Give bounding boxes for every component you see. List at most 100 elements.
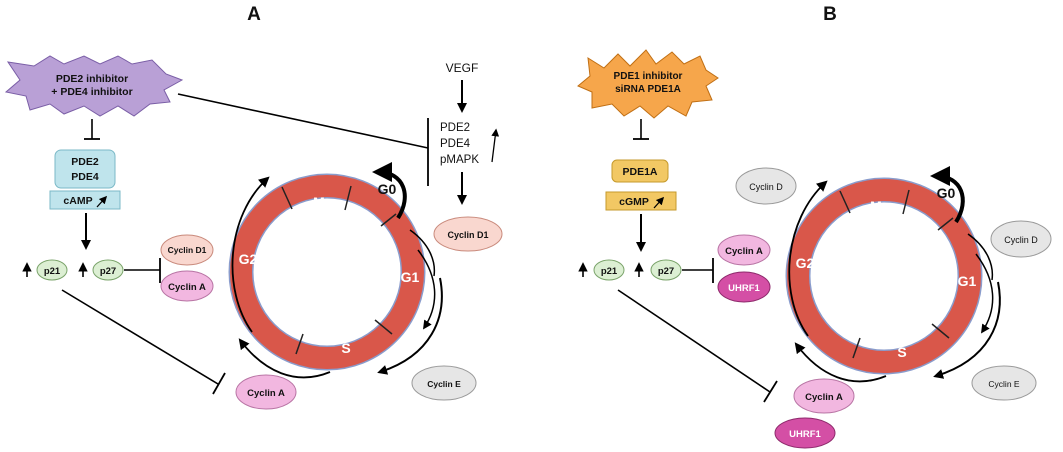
ring-b-divider-2	[902, 189, 910, 215]
flow-arrow-g2-m-b	[788, 180, 828, 337]
p21-node	[36, 259, 68, 281]
panel-b: B PDE1 inhibitor siRNA PDE1A PDE1A cGMP …	[577, 4, 1052, 449]
ring-a-divider-5	[295, 333, 304, 355]
flow-arrow-g1-s-a	[377, 277, 443, 375]
phase-m-a: M	[313, 194, 325, 210]
flow-arrow-g1-s-b	[933, 281, 1001, 379]
ring-b-divider-3	[937, 217, 954, 231]
p21-node-b	[593, 259, 625, 281]
cyclin-a-left-label-b: Cyclin A	[725, 246, 763, 257]
flow-arrow-s-g2-a	[238, 338, 331, 379]
burst-shape	[4, 55, 184, 117]
flow-arrow-m-g1-a	[409, 229, 436, 277]
uhrf1-left-label: UHRF1	[728, 283, 760, 294]
cyclin-a-left-node	[160, 270, 214, 302]
pde2-box-label: PDE2	[71, 156, 99, 168]
cyclin-a-bottom-label-b: Cyclin A	[805, 392, 843, 403]
burst-shape-b	[577, 49, 719, 119]
p21-label-b: p21	[601, 266, 618, 277]
ring-a-divider-2	[344, 185, 352, 211]
g0-loop-arrow-b	[930, 166, 965, 224]
cyclin-d-right-node	[990, 220, 1052, 258]
ring-b-divider-4	[931, 323, 950, 339]
panel-a: A PDE2 inhibitor + PDE4 inhibitor PDE2 P…	[4, 4, 503, 410]
pde1a-box	[611, 159, 669, 183]
pde1a-label: PDE1A	[622, 166, 657, 178]
p21-to-cyclin-a-inhibition-line	[61, 289, 219, 385]
targets-up-arrow-icon	[491, 128, 500, 163]
p21-label: p21	[44, 266, 61, 277]
p21-to-cyclin-a-inhibition-bar	[212, 372, 226, 395]
cyclin-d-top-label: Cyclin D	[749, 182, 783, 192]
phase-g2-b: G2	[796, 255, 815, 271]
cyclin-d-right-label: Cyclin D	[1004, 235, 1038, 245]
camp-up-arrow-icon	[96, 195, 108, 208]
ring-a-divider-4	[374, 319, 393, 335]
target-pde2: PDE2	[440, 122, 470, 134]
flow-arrow-m-g1-b	[967, 233, 994, 281]
cyclin-d1-right-label: Cyclin D1	[447, 230, 488, 240]
panel-b-inhibitor-burst: PDE1 inhibitor siRNA PDE1A	[577, 49, 719, 119]
cell-cycle-ring-a: M G1 S G2 G0	[228, 162, 443, 379]
ring-a-divider-3	[380, 213, 397, 227]
cyclin-a-left-node-b	[717, 234, 771, 266]
cgmp-box	[605, 191, 677, 211]
cyclin-a-left-label: Cyclin A	[168, 282, 206, 293]
flow-arrow-g1-inner-a	[417, 249, 436, 330]
cyclin-d1-left-label: Cyclin D1	[168, 245, 207, 255]
pde4-box-label: PDE4	[71, 171, 99, 183]
phase-g0-a: G0	[378, 181, 397, 197]
cyclin-e-label-a: Cyclin E	[427, 379, 461, 389]
uhrf1-left-node	[717, 271, 771, 303]
cyclin-a-bottom-node	[235, 374, 297, 410]
panel-b-inhibitor-line1: PDE1 inhibitor	[614, 71, 683, 82]
panel-a-letter: A	[247, 4, 261, 25]
cyclin-e-node-a	[411, 365, 477, 401]
g0-loop-arrow-a	[372, 162, 407, 220]
panel-b-letter: B	[823, 4, 837, 25]
ring-b-fill	[787, 179, 981, 373]
phase-m-b: M	[870, 198, 882, 214]
ring-b-divider-1	[839, 190, 851, 214]
phase-s-a: S	[341, 340, 350, 356]
target-pmapk: pMAPK	[440, 154, 479, 166]
cgmp-label: cGMP	[619, 196, 649, 208]
panel-b-inhibitor-line2: siRNA PDE1A	[615, 84, 681, 95]
flow-arrow-g2-m-a	[231, 176, 270, 333]
burst-to-pde-inhibition-line	[177, 93, 429, 149]
cyclin-d1-right-node	[433, 216, 503, 252]
panel-a-inhibitor-line1: PDE2 inhibitor	[56, 73, 128, 85]
p27-label: p27	[100, 266, 116, 277]
cyclin-a-bottom-label: Cyclin A	[247, 388, 285, 399]
cyclin-d1-left-node	[160, 234, 214, 266]
ring-a-divider-1	[281, 186, 293, 210]
cyclin-e-label-b: Cyclin E	[988, 379, 1020, 389]
cyclin-a-bottom-node-b	[793, 378, 855, 414]
phase-g1-a: G1	[401, 269, 420, 285]
cell-cycle-ring-b: M G1 S G2 G0	[785, 166, 1001, 383]
cyclin-d-top-node	[735, 167, 797, 205]
p27-node	[92, 259, 124, 281]
ring-a-fill	[230, 175, 424, 369]
panel-a-inhibitor-line2: + PDE4 inhibitor	[51, 86, 132, 98]
phase-g0-b: G0	[937, 185, 956, 201]
ring-b-divider-5	[852, 337, 861, 359]
p27-label-b: p27	[658, 266, 674, 277]
panel-a-inhibitor-burst: PDE2 inhibitor + PDE4 inhibitor	[4, 55, 184, 117]
target-pde4: PDE4	[440, 138, 471, 150]
uhrf1-bottom-node	[774, 417, 836, 449]
phase-g1-b: G1	[958, 273, 977, 289]
uhrf1-bottom-label: UHRF1	[789, 429, 821, 440]
p21-to-cyclin-a-inhibition-line-b	[617, 289, 771, 393]
camp-label: cAMP	[63, 195, 92, 207]
cgmp-up-arrow-icon	[653, 196, 665, 209]
flow-arrow-s-g2-b	[794, 342, 887, 383]
p27-node-b	[650, 259, 682, 281]
pde2-pde4-box	[54, 149, 116, 189]
camp-box	[49, 190, 121, 210]
cyclin-e-node-b	[971, 365, 1037, 401]
flow-arrow-g1-inner-b	[975, 253, 994, 334]
vegf-label: VEGF	[446, 61, 479, 75]
p21-to-cyclin-a-inhibition-bar-b	[763, 380, 778, 403]
